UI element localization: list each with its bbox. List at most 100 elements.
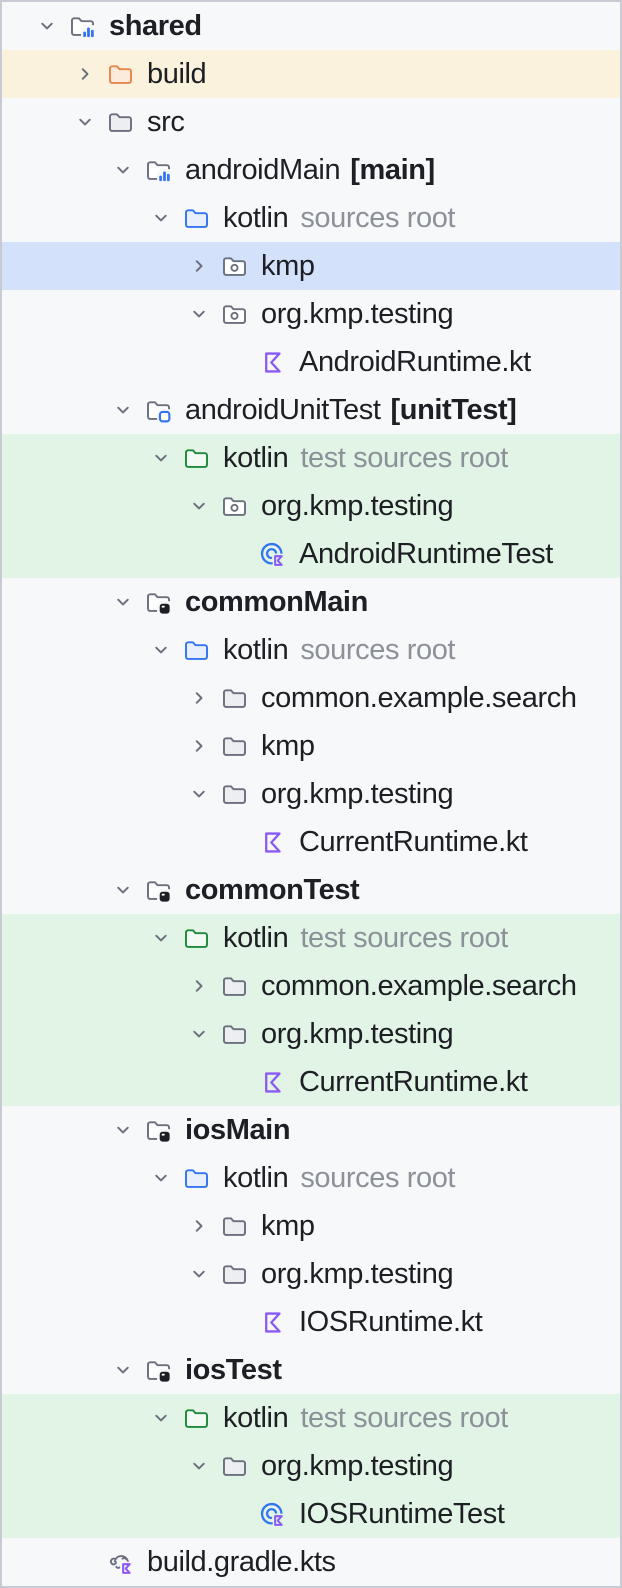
tree-item-label: androidMain [185, 153, 341, 186]
chevron-down-icon[interactable] [110, 589, 136, 615]
kotlin-file-icon [258, 348, 287, 377]
chevron-down-icon[interactable] [72, 109, 98, 135]
tree-row[interactable]: iosMain [2, 1106, 620, 1154]
tree-row[interactable]: AndroidRuntime.kt [2, 338, 620, 386]
chevron-right-icon[interactable] [186, 1213, 212, 1239]
tree-item-label: androidUnitTest [185, 393, 381, 426]
chevron-down-icon[interactable] [110, 397, 136, 423]
chevron-down-icon[interactable] [186, 493, 212, 519]
tree-row[interactable]: AndroidRuntimeTest [2, 530, 620, 578]
tree-row[interactable]: src [2, 98, 620, 146]
chevron-right-icon[interactable] [186, 253, 212, 279]
tree-item-label: AndroidRuntimeTest [299, 537, 553, 570]
tree-row[interactable]: common.example.search [2, 962, 620, 1010]
tree-item-label: common.example.search [261, 681, 577, 714]
chevron-down-icon[interactable] [148, 925, 174, 951]
tree-row[interactable]: org.kmp.testing [2, 290, 620, 338]
kotlin-file-icon [258, 828, 287, 857]
tree-item-label: common.example.search [261, 969, 577, 1002]
chevron-down-icon[interactable] [110, 877, 136, 903]
tree-item-label: org.kmp.testing [261, 1017, 454, 1050]
source-root-annotation: test sources root [300, 921, 508, 954]
sources-root-folder-icon [182, 204, 211, 233]
tree-item-label: shared [109, 9, 202, 42]
chevron-down-icon[interactable] [186, 301, 212, 327]
tree-item-label: src [147, 105, 185, 138]
kotlin-test-class-icon [258, 1500, 287, 1529]
chevron-down-icon[interactable] [186, 1261, 212, 1287]
tree-item-label: kotlin [223, 441, 289, 474]
tree-item-label: org.kmp.testing [261, 297, 454, 330]
tree-item-label: kmp [261, 729, 315, 762]
tree-item-label: AndroidRuntime.kt [299, 345, 531, 378]
folder-icon [220, 1452, 249, 1481]
chevron-down-icon[interactable] [34, 13, 60, 39]
gradle-kts-file-icon [106, 1548, 135, 1577]
chevron-right-icon[interactable] [186, 685, 212, 711]
tree-row[interactable]: kmp [2, 722, 620, 770]
tree-row[interactable]: IOSRuntimeTest [2, 1490, 620, 1538]
chevron-down-icon[interactable] [110, 1357, 136, 1383]
chevron-spacer [224, 541, 250, 567]
chevron-down-icon[interactable] [148, 1405, 174, 1431]
source-root-annotation: sources root [300, 633, 456, 666]
tree-row[interactable]: IOSRuntime.kt [2, 1298, 620, 1346]
chevron-down-icon[interactable] [148, 637, 174, 663]
module-folder-dark-icon [144, 1116, 173, 1145]
chevron-down-icon[interactable] [186, 781, 212, 807]
tree-row[interactable]: build [2, 50, 620, 98]
tree-item-label: CurrentRuntime.kt [299, 1065, 528, 1098]
tree-item-label: kotlin [223, 201, 289, 234]
tree-row[interactable]: common.example.search [2, 674, 620, 722]
tree-item-label: build.gradle.kts [147, 1545, 336, 1578]
tree-row[interactable]: kmp [2, 1202, 620, 1250]
folder-icon [220, 780, 249, 809]
tree-row[interactable]: org.kmp.testing [2, 1442, 620, 1490]
chevron-down-icon[interactable] [186, 1021, 212, 1047]
chevron-right-icon[interactable] [186, 733, 212, 759]
source-root-annotation: test sources root [300, 441, 508, 474]
tree-row[interactable]: org.kmp.testing [2, 1250, 620, 1298]
tree-row[interactable]: androidUnitTest[unitTest] [2, 386, 620, 434]
tree-item-label: IOSRuntimeTest [299, 1497, 505, 1530]
tree-item-label: org.kmp.testing [261, 489, 454, 522]
tree-row[interactable]: kotlin test sources root [2, 434, 620, 482]
tree-row[interactable]: kmp [2, 242, 620, 290]
tree-item-label: IOSRuntime.kt [299, 1305, 483, 1338]
folder-icon [220, 972, 249, 1001]
sources-root-folder-icon [182, 1164, 211, 1193]
chevron-right-icon[interactable] [72, 61, 98, 87]
chevron-spacer [224, 349, 250, 375]
tree-item-label: kotlin [223, 1401, 289, 1434]
tree-item-label: kotlin [223, 633, 289, 666]
source-root-annotation: test sources root [300, 1401, 508, 1434]
chevron-down-icon[interactable] [148, 445, 174, 471]
tree-row[interactable]: commonMain [2, 578, 620, 626]
chevron-down-icon[interactable] [110, 1117, 136, 1143]
chevron-down-icon[interactable] [110, 157, 136, 183]
chevron-down-icon[interactable] [186, 1453, 212, 1479]
tree-row[interactable]: kotlin sources root [2, 626, 620, 674]
tree-row[interactable]: shared [2, 2, 620, 50]
tree-row[interactable]: org.kmp.testing [2, 770, 620, 818]
chevron-down-icon[interactable] [148, 1165, 174, 1191]
tree-row[interactable]: kotlin test sources root [2, 1394, 620, 1442]
chevron-right-icon[interactable] [186, 973, 212, 999]
tree-item-suffix: [main] [350, 153, 435, 186]
folder-icon [220, 684, 249, 713]
tree-row[interactable]: commonTest [2, 866, 620, 914]
tree-row[interactable]: CurrentRuntime.kt [2, 818, 620, 866]
chevron-down-icon[interactable] [148, 205, 174, 231]
tree-row[interactable]: CurrentRuntime.kt [2, 1058, 620, 1106]
tree-row[interactable]: build.gradle.kts [2, 1538, 620, 1586]
tree-row[interactable]: androidMain [main] [2, 146, 620, 194]
tree-row[interactable]: org.kmp.testing [2, 1010, 620, 1058]
kotlin-test-class-icon [258, 540, 287, 569]
tree-row[interactable]: iosTest [2, 1346, 620, 1394]
tree-row[interactable]: org.kmp.testing [2, 482, 620, 530]
